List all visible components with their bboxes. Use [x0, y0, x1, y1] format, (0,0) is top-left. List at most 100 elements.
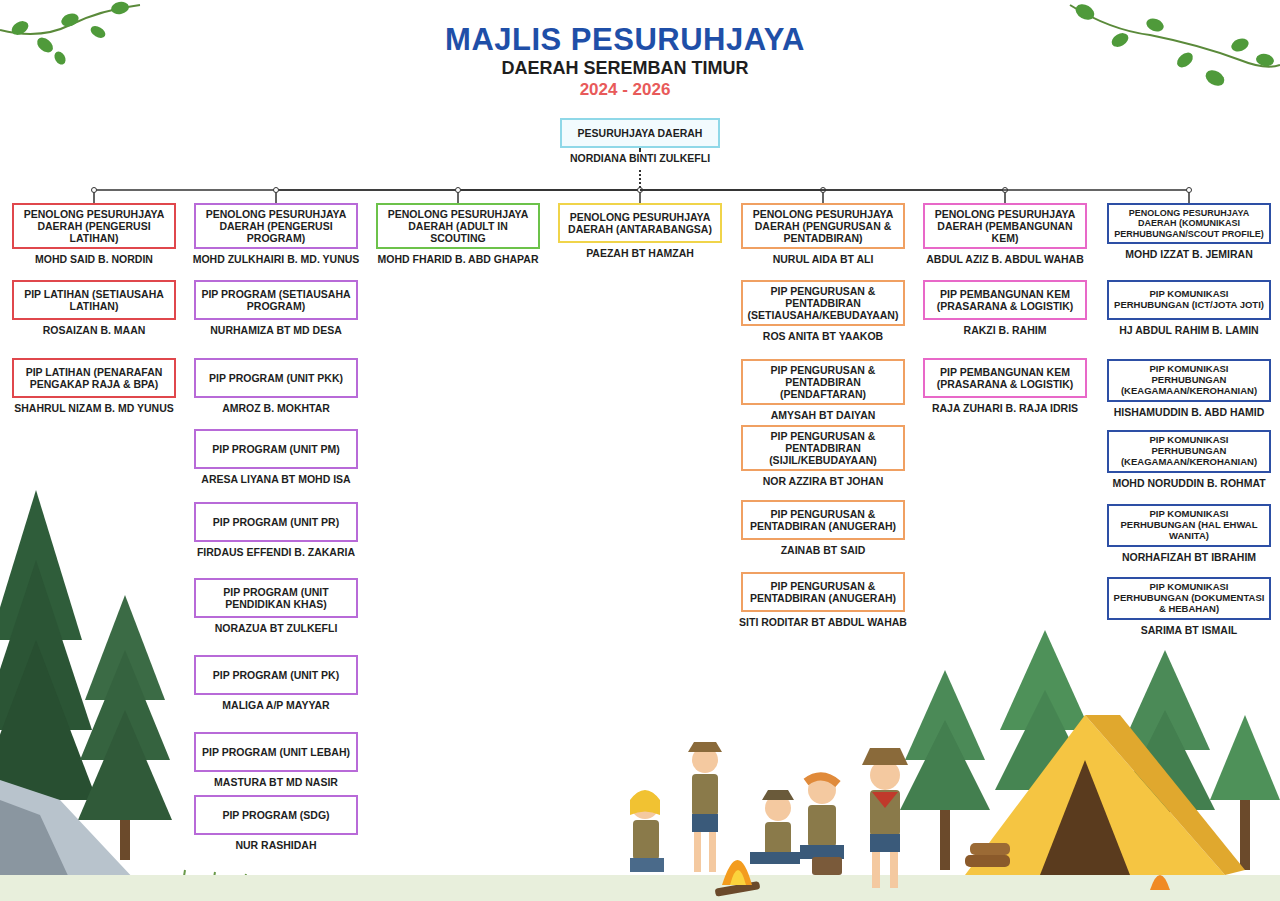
officer-box: PIP PENGURUSAN & PENTADBIRAN (ANUGERAH)S…: [741, 572, 905, 612]
position-title: PENOLONG PESURUHJAYA DAERAH (ANTARABANGS…: [564, 211, 716, 235]
officer-box: PIP LATIHAN (SETIAUSAHA LATIHAN)ROSAIZAN…: [12, 280, 176, 320]
position-title: PIP PROGRAM (UNIT PKK): [209, 372, 343, 384]
position-title: PIP PEMBANGUNAN KEM (PRASARANA & LOGISTI…: [929, 288, 1081, 312]
assistant-commissioner-box: PENOLONG PESURUHJAYA DAERAH (PENGERUSI P…: [194, 203, 358, 249]
position-title: PIP LATIHAN (SETIAUSAHA LATIHAN): [18, 288, 170, 312]
position-title: PENOLONG PESURUHJAYA DAERAH (PENGERUSI L…: [18, 208, 170, 244]
box-frame: PIP PENGURUSAN & PENTADBIRAN (ANUGERAH): [741, 572, 905, 612]
person-name: AMROZ B. MOKHTAR: [222, 402, 330, 414]
box-frame: PIP KOMUNIKASI PERHUBUNGAN (DOKUMENTASI …: [1107, 577, 1271, 620]
position-title: PESURUHJAYA DAERAH: [578, 127, 703, 139]
officer-box: PIP KOMUNIKASI PERHUBUNGAN (DOKUMENTASI …: [1107, 577, 1271, 620]
position-title: PIP PENGURUSAN & PENTADBIRAN (PENDAFTARA…: [747, 364, 899, 400]
commissioner-box: PESURUHJAYA DAERAHNORDIANA BINTI ZULKEFL…: [560, 118, 720, 148]
person-name: RAKZI B. RAHIM: [964, 324, 1047, 336]
box-frame: PESURUHJAYA DAERAH: [560, 118, 720, 148]
person-name: MALIGA A/P MAYYAR: [222, 699, 329, 711]
box-frame: PIP PENGURUSAN & PENTADBIRAN (SIJIL/KEBU…: [741, 425, 905, 471]
org-connector: [640, 148, 1192, 203]
person-name: MOHD SAID B. NORDIN: [35, 253, 153, 265]
officer-box: PIP PENGURUSAN & PENTADBIRAN (ANUGERAH)Z…: [741, 500, 905, 540]
officer-box: PIP PENGURUSAN & PENTADBIRAN (PENDAFTARA…: [741, 359, 905, 405]
box-frame: PIP PROGRAM (SDG): [194, 795, 358, 835]
officer-box: PIP PENGURUSAN & PENTADBIRAN (SETIAUSAHA…: [741, 280, 905, 326]
position-title: PIP KOMUNIKASI PERHUBUNGAN (ICT/JOTA JOT…: [1113, 289, 1265, 311]
person-name: SHAHRUL NIZAM B. MD YUNUS: [14, 402, 173, 414]
vine-left: [0, 1, 140, 67]
position-title: PIP PROGRAM (UNIT PK): [213, 669, 339, 681]
position-title: PIP KOMUNIKASI PERHUBUNGAN (KEAGAMAAN/KE…: [1113, 435, 1265, 468]
position-title: PIP PROGRAM (SETIAUSAHA PROGRAM): [200, 288, 352, 312]
person-name: NORAZUA BT ZULKEFLI: [215, 622, 338, 634]
person-name: MOHD NORUDDIN B. ROHMAT: [1112, 477, 1265, 489]
officer-box: PIP PROGRAM (UNIT PM)ARESA LIYANA BT MOH…: [194, 429, 358, 469]
person-name: NUR RASHIDAH: [235, 839, 316, 851]
box-frame: PIP PROGRAM (SETIAUSAHA PROGRAM): [194, 280, 358, 320]
person-name: MASTURA BT MD NASIR: [214, 776, 338, 788]
box-frame: PIP PENGURUSAN & PENTADBIRAN (PENDAFTARA…: [741, 359, 905, 405]
person-name: MOHD FHARID B. ABD GHAPAR: [378, 253, 539, 265]
position-title: PIP PEMBANGUNAN KEM (PRASARANA & LOGISTI…: [929, 366, 1081, 390]
box-frame: PIP PROGRAM (UNIT PKK): [194, 358, 358, 398]
assistant-commissioner-box: PENOLONG PESURUHJAYA DAERAH (PENGURUSAN …: [741, 203, 905, 249]
assistant-commissioner-box: PENOLONG PESURUHJAYA DAERAH (PENGERUSI L…: [12, 203, 176, 249]
position-title: PENOLONG PESURUHJAYA DAERAH (ADULT IN SC…: [382, 208, 534, 244]
position-title: PIP PROGRAM (UNIT PENDIDIKAN KHAS): [200, 586, 352, 610]
org-connector: [92, 148, 641, 203]
officer-box: PIP KOMUNIKASI PERHUBUNGAN (HAL EHWAL WA…: [1107, 504, 1271, 547]
box-frame: PIP PENGURUSAN & PENTADBIRAN (SETIAUSAHA…: [741, 280, 905, 326]
officer-box: PIP KOMUNIKASI PERHUBUNGAN (KEAGAMAAN/KE…: [1107, 430, 1271, 473]
person-name: ABDUL AZIZ B. ABDUL WAHAB: [926, 253, 1084, 265]
person-name: SITI RODITAR BT ABDUL WAHAB: [739, 616, 907, 628]
assistant-commissioner-box: PENOLONG PESURUHJAYA DAERAH (PEMBANGUNAN…: [923, 203, 1087, 249]
box-frame: PIP PEMBANGUNAN KEM (PRASARANA & LOGISTI…: [923, 358, 1087, 398]
position-title: PENOLONG PESURUHJAYA DAERAH (PENGURUSAN …: [747, 208, 899, 244]
box-frame: PIP PROGRAM (UNIT PR): [194, 502, 358, 542]
chart-title: MAJLIS PESURUHJAYA: [0, 22, 1250, 58]
box-frame: PIP PROGRAM (UNIT LEBAH): [194, 732, 358, 772]
person-name: AMYSAH BT DAIYAN: [771, 409, 876, 421]
position-title: PENOLONG PESURUHJAYA DAERAH (PEMBANGUNAN…: [929, 208, 1081, 244]
tent-right: [965, 715, 1245, 890]
officer-box: PIP KOMUNIKASI PERHUBUNGAN (KEAGAMAAN/KE…: [1107, 359, 1271, 402]
person-name: NOR AZZIRA BT JOHAN: [763, 475, 884, 487]
campfire: [715, 860, 761, 897]
person-name: MOHD IZZAT B. JEMIRAN: [1125, 248, 1253, 260]
position-title: PIP PENGURUSAN & PENTADBIRAN (ANUGERAH): [747, 580, 899, 604]
ground: [0, 875, 1280, 901]
box-frame: PENOLONG PESURUHJAYA DAERAH (PENGERUSI L…: [12, 203, 176, 249]
person-name: ZAINAB BT SAID: [781, 544, 866, 556]
box-frame: PENOLONG PESURUHJAYA DAERAH (ANTARABANGS…: [558, 203, 722, 243]
officer-box: PIP KOMUNIKASI PERHUBUNGAN (ICT/JOTA JOT…: [1107, 280, 1271, 320]
position-title: PIP PROGRAM (UNIT LEBAH): [202, 746, 350, 758]
box-frame: PIP LATIHAN (SETIAUSAHA LATIHAN): [12, 280, 176, 320]
vine-right: [1070, 1, 1280, 89]
position-title: PIP KOMUNIKASI PERHUBUNGAN (HAL EHWAL WA…: [1113, 509, 1265, 542]
person-name: PAEZAH BT HAMZAH: [586, 247, 694, 259]
person-name: ROSAIZAN B. MAAN: [43, 324, 146, 336]
officer-box: PIP PROGRAM (UNIT PK)MALIGA A/P MAYYAR: [194, 655, 358, 695]
box-frame: PIP PROGRAM (UNIT PENDIDIKAN KHAS): [194, 578, 358, 618]
person-name: HJ ABDUL RAHIM B. LAMIN: [1119, 324, 1258, 336]
position-title: PENOLONG PESURUHJAYA DAERAH (KOMUNIKASI …: [1113, 208, 1265, 239]
box-frame: PENOLONG PESURUHJAYA DAERAH (PENGURUSAN …: [741, 203, 905, 249]
person-name: RAJA ZUHARI B. RAJA IDRIS: [932, 402, 1078, 414]
position-title: PIP LATIHAN (PENARAFAN PENGAKAP RAJA & B…: [18, 366, 170, 390]
officer-box: PIP PROGRAM (UNIT LEBAH)MASTURA BT MD NA…: [194, 732, 358, 772]
person-name: NURHAMIZA BT MD DESA: [210, 324, 341, 336]
scout-children: [630, 742, 908, 888]
chart-period: 2024 - 2026: [0, 80, 1250, 100]
box-frame: PENOLONG PESURUHJAYA DAERAH (KOMUNIKASI …: [1107, 203, 1271, 244]
officer-box: PIP PROGRAM (UNIT PKK)AMROZ B. MOKHTAR: [194, 358, 358, 398]
person-name: MOHD ZULKHAIRI B. MD. YUNUS: [193, 253, 360, 265]
position-title: PIP PENGURUSAN & PENTADBIRAN (SETIAUSAHA…: [747, 285, 899, 321]
box-frame: PIP PEMBANGUNAN KEM (PRASARANA & LOGISTI…: [923, 280, 1087, 320]
position-title: PIP PROGRAM (UNIT PM): [212, 443, 340, 455]
position-title: PIP PENGURUSAN & PENTADBIRAN (ANUGERAH): [747, 508, 899, 532]
box-frame: PIP PROGRAM (UNIT PK): [194, 655, 358, 695]
person-name: ARESA LIYANA BT MOHD ISA: [201, 473, 350, 485]
officer-box: PIP PROGRAM (SETIAUSAHA PROGRAM)NURHAMIZ…: [194, 280, 358, 320]
position-title: PIP PROGRAM (SDG): [222, 809, 329, 821]
box-frame: PIP KOMUNIKASI PERHUBUNGAN (KEAGAMAAN/KE…: [1107, 359, 1271, 402]
position-title: PIP KOMUNIKASI PERHUBUNGAN (DOKUMENTASI …: [1113, 582, 1265, 615]
